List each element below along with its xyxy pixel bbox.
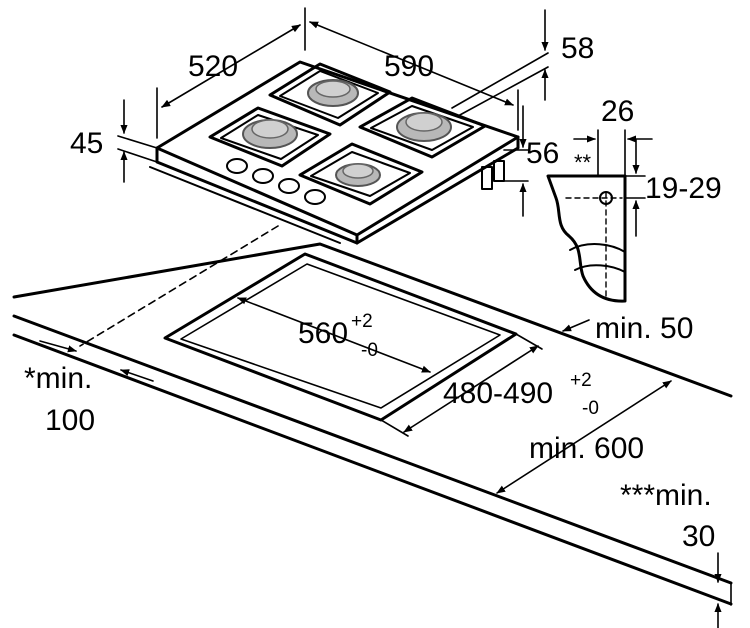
dim-min-100-value: 100 bbox=[45, 404, 95, 437]
dim-19-29: 19-29 bbox=[645, 172, 722, 205]
dim-560-tol-minus: -0 bbox=[361, 340, 378, 361]
dim-560-tol-plus: +2 bbox=[351, 311, 373, 332]
dim-45: 45 bbox=[70, 127, 103, 160]
dim-480-tol-plus: +2 bbox=[570, 370, 592, 391]
dim-480-490: 480-490 bbox=[443, 377, 553, 410]
dim-58: 58 bbox=[561, 32, 594, 65]
dim-min-100-label: *min. bbox=[24, 362, 92, 395]
dim-590: 590 bbox=[384, 50, 434, 83]
dim-double-star: ** bbox=[574, 150, 592, 175]
mounting-bracket-detail bbox=[546, 129, 627, 303]
dimension-labels: 520 590 58 45 56 26 ** 19-29 560 +2 -0 4… bbox=[24, 32, 722, 553]
dim-480-tol-minus: -0 bbox=[582, 398, 599, 419]
dim-560: 560 bbox=[298, 317, 348, 350]
projection-dashed-line bbox=[79, 225, 279, 347]
control-knobs bbox=[226, 158, 326, 205]
hob bbox=[149, 60, 520, 245]
dim-min-30-value: 30 bbox=[682, 520, 715, 553]
countertop bbox=[12, 242, 733, 606]
dim-56: 56 bbox=[526, 137, 559, 170]
dimension-lines bbox=[39, 7, 732, 628]
dim-520: 520 bbox=[188, 50, 238, 83]
dim-min-600: min. 600 bbox=[529, 432, 644, 465]
dim-26: 26 bbox=[601, 95, 634, 128]
dim-min-30-label: ***min. bbox=[620, 479, 712, 512]
dim-min-50: min. 50 bbox=[595, 312, 693, 345]
